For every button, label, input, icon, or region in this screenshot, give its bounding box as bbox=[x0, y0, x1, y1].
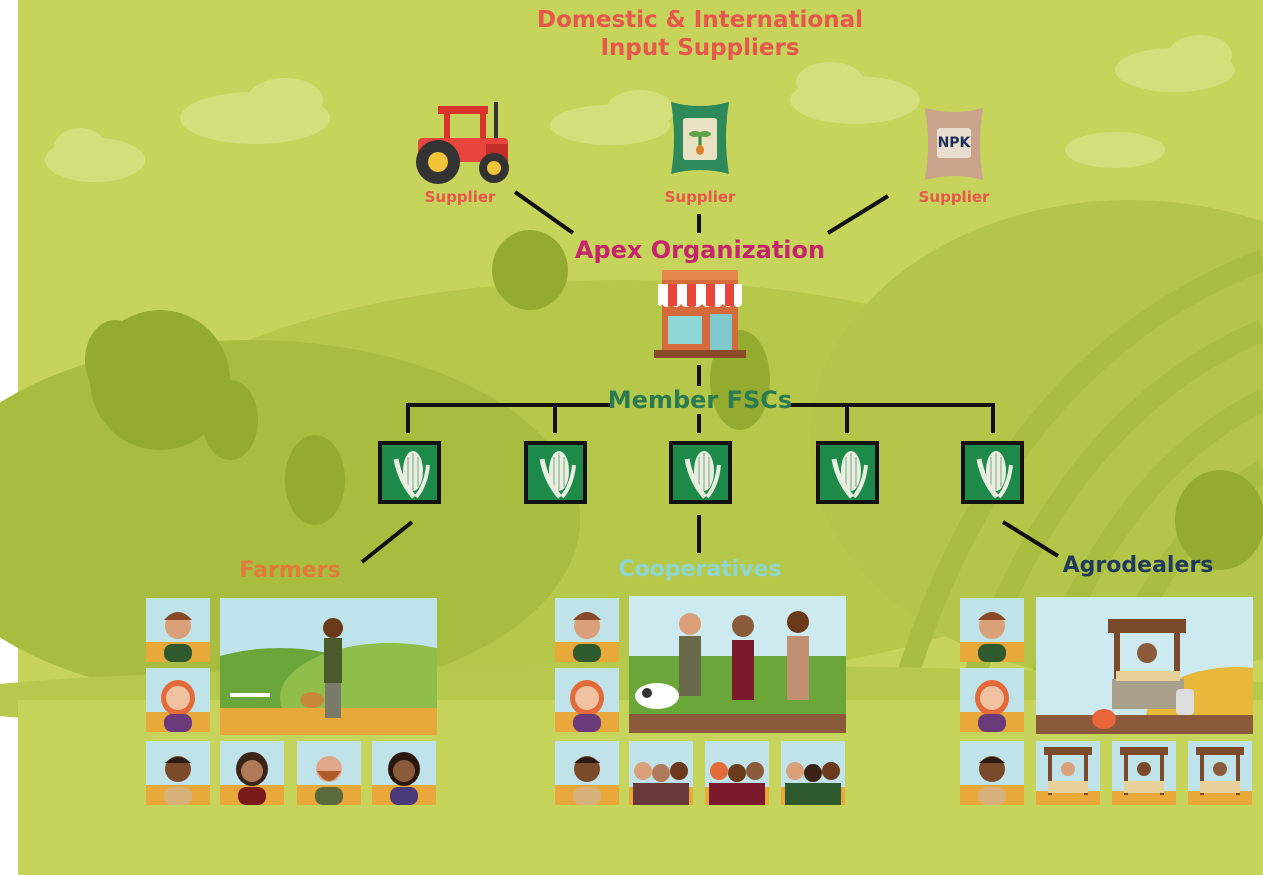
corn-icon bbox=[669, 441, 732, 504]
cooperative-scene bbox=[629, 596, 846, 733]
page-title: Domestic & International Input Suppliers bbox=[480, 6, 920, 62]
cooperative-group-portrait bbox=[705, 741, 769, 805]
farmer-portrait bbox=[297, 741, 361, 805]
cooperative-portrait bbox=[555, 741, 619, 805]
cooperative-group-portrait bbox=[629, 741, 693, 805]
supplier-label-1: Supplier bbox=[424, 188, 496, 206]
cooperatives-label: Cooperatives bbox=[618, 557, 782, 582]
supplier-label-2: Supplier bbox=[664, 188, 736, 206]
corn-icon bbox=[378, 441, 441, 504]
farmers-label: Farmers bbox=[239, 558, 341, 583]
farmer-scene bbox=[220, 598, 437, 735]
farmer-portrait bbox=[146, 668, 210, 732]
farmer-portrait bbox=[146, 598, 210, 662]
tractor-icon bbox=[416, 102, 509, 184]
member-fscs-label: Member FSCs bbox=[607, 386, 793, 414]
cooperative-portrait bbox=[555, 668, 619, 732]
agrodealer-stall bbox=[1036, 741, 1100, 805]
farmer-portrait bbox=[220, 741, 284, 805]
cooperative-portrait bbox=[555, 598, 619, 662]
agrodealer-scene bbox=[1036, 597, 1253, 734]
fertilizer-bag-icon bbox=[925, 108, 983, 180]
corn-icon bbox=[524, 441, 587, 504]
farmer-portrait bbox=[146, 741, 210, 805]
apex-label: Apex Organization bbox=[574, 236, 826, 264]
storefront-icon bbox=[654, 270, 746, 358]
npk-text: NPK bbox=[937, 135, 971, 151]
corn-icon bbox=[816, 441, 879, 504]
supplier-label-3: Supplier bbox=[918, 188, 990, 206]
cooperative-group-portrait bbox=[781, 741, 845, 805]
tree-icon bbox=[85, 230, 1263, 570]
corn-icon bbox=[961, 441, 1024, 504]
agrodealer-portrait bbox=[960, 598, 1024, 662]
cloud-icon bbox=[45, 35, 1235, 182]
farmer-portrait bbox=[372, 741, 436, 805]
title-line-2: Input Suppliers bbox=[600, 35, 800, 61]
title-line-1: Domestic & International bbox=[537, 7, 863, 33]
connector-lines bbox=[360, 190, 1060, 564]
agrodealer-portrait bbox=[960, 668, 1024, 732]
seed-bag-icon bbox=[671, 102, 729, 174]
agrodealer-stall bbox=[1188, 741, 1252, 805]
agrodealers-label: Agrodealers bbox=[1062, 553, 1214, 578]
agrodealer-stall bbox=[1112, 741, 1176, 805]
agrodealer-portrait bbox=[960, 741, 1024, 805]
